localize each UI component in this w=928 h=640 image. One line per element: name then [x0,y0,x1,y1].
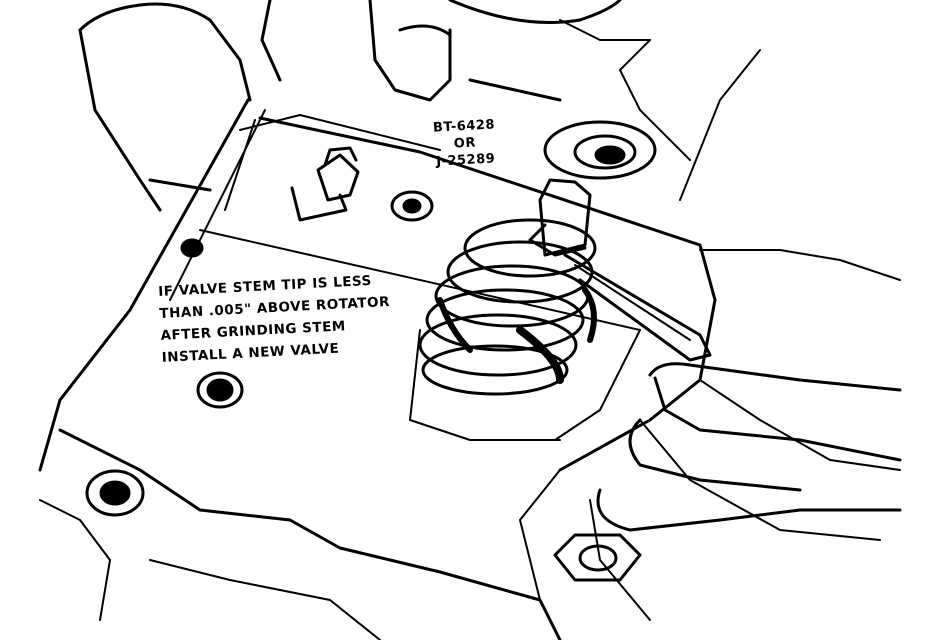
bolt-rear [390,190,434,222]
valve-stem-tip [528,178,592,257]
hand-left [78,0,282,212]
hand-upper [368,0,622,102]
cylinder-head [38,19,901,640]
valve-spring [409,218,597,441]
feeler-gauge-tool [563,253,712,362]
rocker-boss [543,120,657,180]
tool-number-label: BT-6428 OR J-25289 [409,117,522,174]
valve-stem-left [290,146,360,222]
hex-nut [553,533,642,582]
bolt-upper-left [180,238,204,258]
warning-caption: IF VALVE STEM TIP IS LESS THAN .005" ABO… [158,273,393,374]
bolt-left [85,469,145,517]
bolt-front [196,371,244,409]
hand-right [596,362,902,532]
